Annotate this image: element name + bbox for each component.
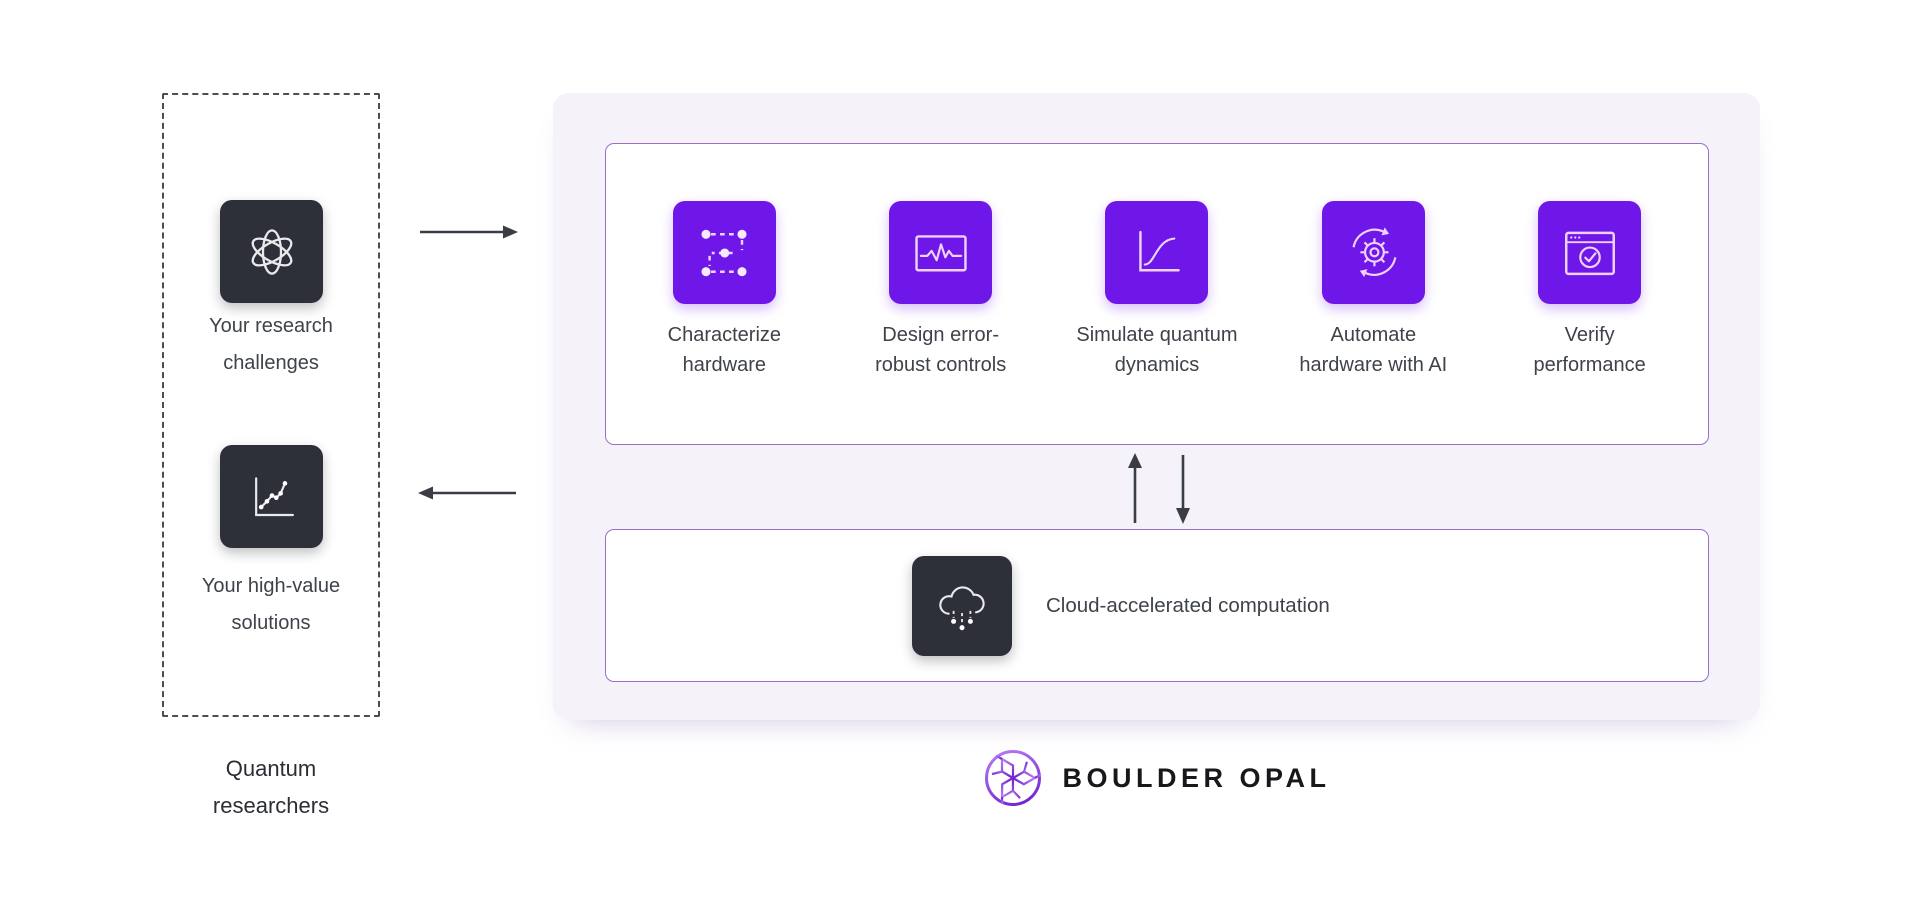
quantum-researchers-caption: Quantum researchers — [131, 750, 411, 824]
sigmoid-chart-icon — [1139, 230, 1180, 272]
label-line: hardware — [682, 354, 767, 376]
capability-label: Design error- robust controls — [875, 320, 1006, 380]
label-line: Automate — [1330, 324, 1417, 346]
pulse-monitor-icon — [914, 234, 967, 272]
caption-line: Quantum — [225, 756, 317, 781]
high-value-solutions-tile — [220, 445, 323, 548]
cloud-computation-box: Cloud-accelerated computation — [605, 529, 1709, 682]
trend-chart-icon — [254, 476, 294, 516]
capability-simulate-dynamics: Simulate quantum dynamics — [1059, 201, 1255, 444]
capability-tile — [889, 201, 993, 304]
brand-row: BOULDER OPAL — [553, 748, 1760, 808]
boulder-opal-logo — [984, 750, 1042, 806]
capability-tile — [672, 201, 776, 304]
capability-label: Verify performance — [1534, 320, 1646, 380]
label-line: dynamics — [1114, 354, 1200, 376]
cloud-computation-icon — [939, 585, 985, 630]
arrow-left-icon — [418, 486, 516, 500]
high-value-solutions-label: Your high-value solutions — [131, 568, 411, 642]
capability-automate-ai: Automate hardware with AI — [1275, 201, 1471, 444]
cloud-computation-label: Cloud-accelerated computation — [1046, 593, 1330, 617]
research-challenges-tile — [220, 200, 323, 303]
label-line: solutions — [231, 612, 311, 634]
label-line: Design error- — [882, 324, 999, 346]
label-line: Your research — [209, 315, 333, 337]
characterize-hardware-icon — [701, 229, 747, 276]
label-line: Characterize — [667, 324, 782, 346]
gear-automation-icon — [1352, 226, 1397, 277]
capability-tile — [1105, 201, 1209, 304]
arrow-right-icon — [420, 225, 518, 239]
boulder-opal-panel: Characterize hardware Design error- robu… — [553, 93, 1760, 720]
capability-tile — [1538, 201, 1642, 304]
label-line: Verify — [1564, 324, 1615, 346]
capability-label: Automate hardware with AI — [1299, 320, 1447, 380]
research-challenges-label: Your research challenges — [131, 308, 411, 382]
verified-window-icon — [1564, 231, 1615, 275]
brand-name: BOULDER OPAL — [1062, 762, 1331, 793]
capabilities-box: Characterize hardware Design error- robu… — [605, 143, 1709, 445]
atom-icon — [251, 228, 292, 275]
caption-line: researchers — [212, 793, 330, 818]
capability-verify-performance: Verify performance — [1492, 201, 1688, 444]
up-down-arrows-icon — [1128, 453, 1190, 524]
cloud-tile — [912, 555, 1012, 656]
quantum-researchers-box — [162, 93, 380, 717]
label-line: challenges — [223, 352, 319, 374]
capability-design-controls: Design error- robust controls — [843, 201, 1039, 444]
label-line: robust controls — [875, 354, 1007, 376]
capability-tile — [1321, 201, 1425, 304]
capability-characterize-hardware: Characterize hardware — [626, 201, 822, 444]
capability-label: Simulate quantum dynamics — [1076, 320, 1237, 380]
capability-label: Characterize hardware — [668, 320, 781, 380]
label-line: Simulate quantum — [1076, 324, 1238, 346]
label-line: Your high-value — [201, 575, 341, 597]
label-line: performance — [1533, 354, 1646, 376]
label-line: hardware with AI — [1299, 354, 1448, 376]
